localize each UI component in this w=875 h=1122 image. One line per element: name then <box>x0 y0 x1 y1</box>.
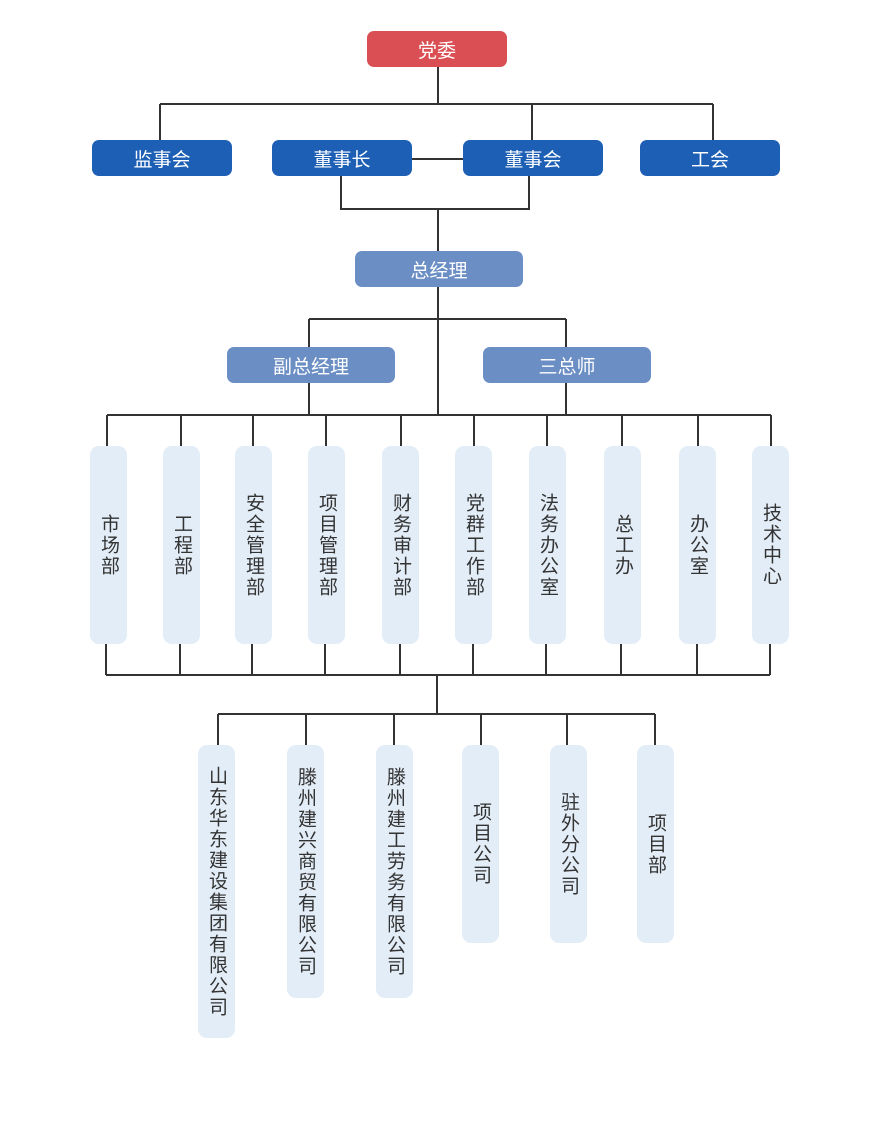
union-node: 工会 <box>640 140 780 176</box>
department-node: 法务办公室 <box>529 446 566 644</box>
subsidiary-node: 滕州建工劳务有限公司 <box>376 745 413 998</box>
three-chiefs-node: 三总师 <box>483 347 651 383</box>
subsidiary-label: 山东华东建设集团有限公司 <box>206 765 228 1018</box>
department-label: 财务审计部 <box>390 492 412 598</box>
three-chiefs-label: 三总师 <box>538 355 596 378</box>
department-label: 总工办 <box>612 513 634 577</box>
department-label: 工程部 <box>171 513 193 577</box>
party-committee-label: 党委 <box>417 39 456 62</box>
department-node: 安全管理部 <box>235 446 272 644</box>
subsidiary-node: 山东华东建设集团有限公司 <box>198 745 235 1038</box>
department-label: 项目管理部 <box>316 492 338 598</box>
subsidiary-node: 滕州建兴商贸有限公司 <box>287 745 324 998</box>
supervisors-node: 监事会 <box>92 140 232 176</box>
subsidiary-label: 项目部 <box>645 812 667 876</box>
department-label: 安全管理部 <box>243 492 265 598</box>
vice-gm-node: 副总经理 <box>227 347 395 383</box>
department-label: 市场部 <box>98 513 120 577</box>
subsidiary-node: 项目部 <box>637 745 674 943</box>
subsidiary-node: 驻外分公司 <box>550 745 587 943</box>
board-label: 董事会 <box>504 148 562 171</box>
supervisors-label: 监事会 <box>133 148 191 171</box>
general-manager-label: 总经理 <box>410 259 468 282</box>
party-committee-node: 党委 <box>367 31 507 67</box>
department-node: 党群工作部 <box>455 446 492 644</box>
general-manager-node: 总经理 <box>355 251 523 287</box>
vice-gm-label: 副总经理 <box>272 355 349 378</box>
chairman-label: 董事长 <box>313 148 371 171</box>
department-node: 财务审计部 <box>382 446 419 644</box>
department-node: 技术中心 <box>752 446 789 644</box>
department-node: 总工办 <box>604 446 641 644</box>
subsidiary-label: 项目公司 <box>470 802 492 886</box>
department-label: 法务办公室 <box>537 492 559 598</box>
board-node: 董事会 <box>463 140 603 176</box>
subsidiary-label: 滕州建兴商贸有限公司 <box>295 766 317 977</box>
chairman-node: 董事长 <box>272 140 412 176</box>
subsidiary-label: 驻外分公司 <box>558 791 580 897</box>
department-label: 技术中心 <box>760 503 782 587</box>
department-label: 党群工作部 <box>463 492 485 598</box>
subsidiary-label: 滕州建工劳务有限公司 <box>384 766 406 977</box>
department-node: 办公室 <box>679 446 716 644</box>
union-label: 工会 <box>690 148 729 171</box>
subsidiary-node: 项目公司 <box>462 745 499 943</box>
department-label: 办公室 <box>687 513 709 577</box>
department-node: 工程部 <box>163 446 200 644</box>
department-node: 市场部 <box>90 446 127 644</box>
department-node: 项目管理部 <box>308 446 345 644</box>
